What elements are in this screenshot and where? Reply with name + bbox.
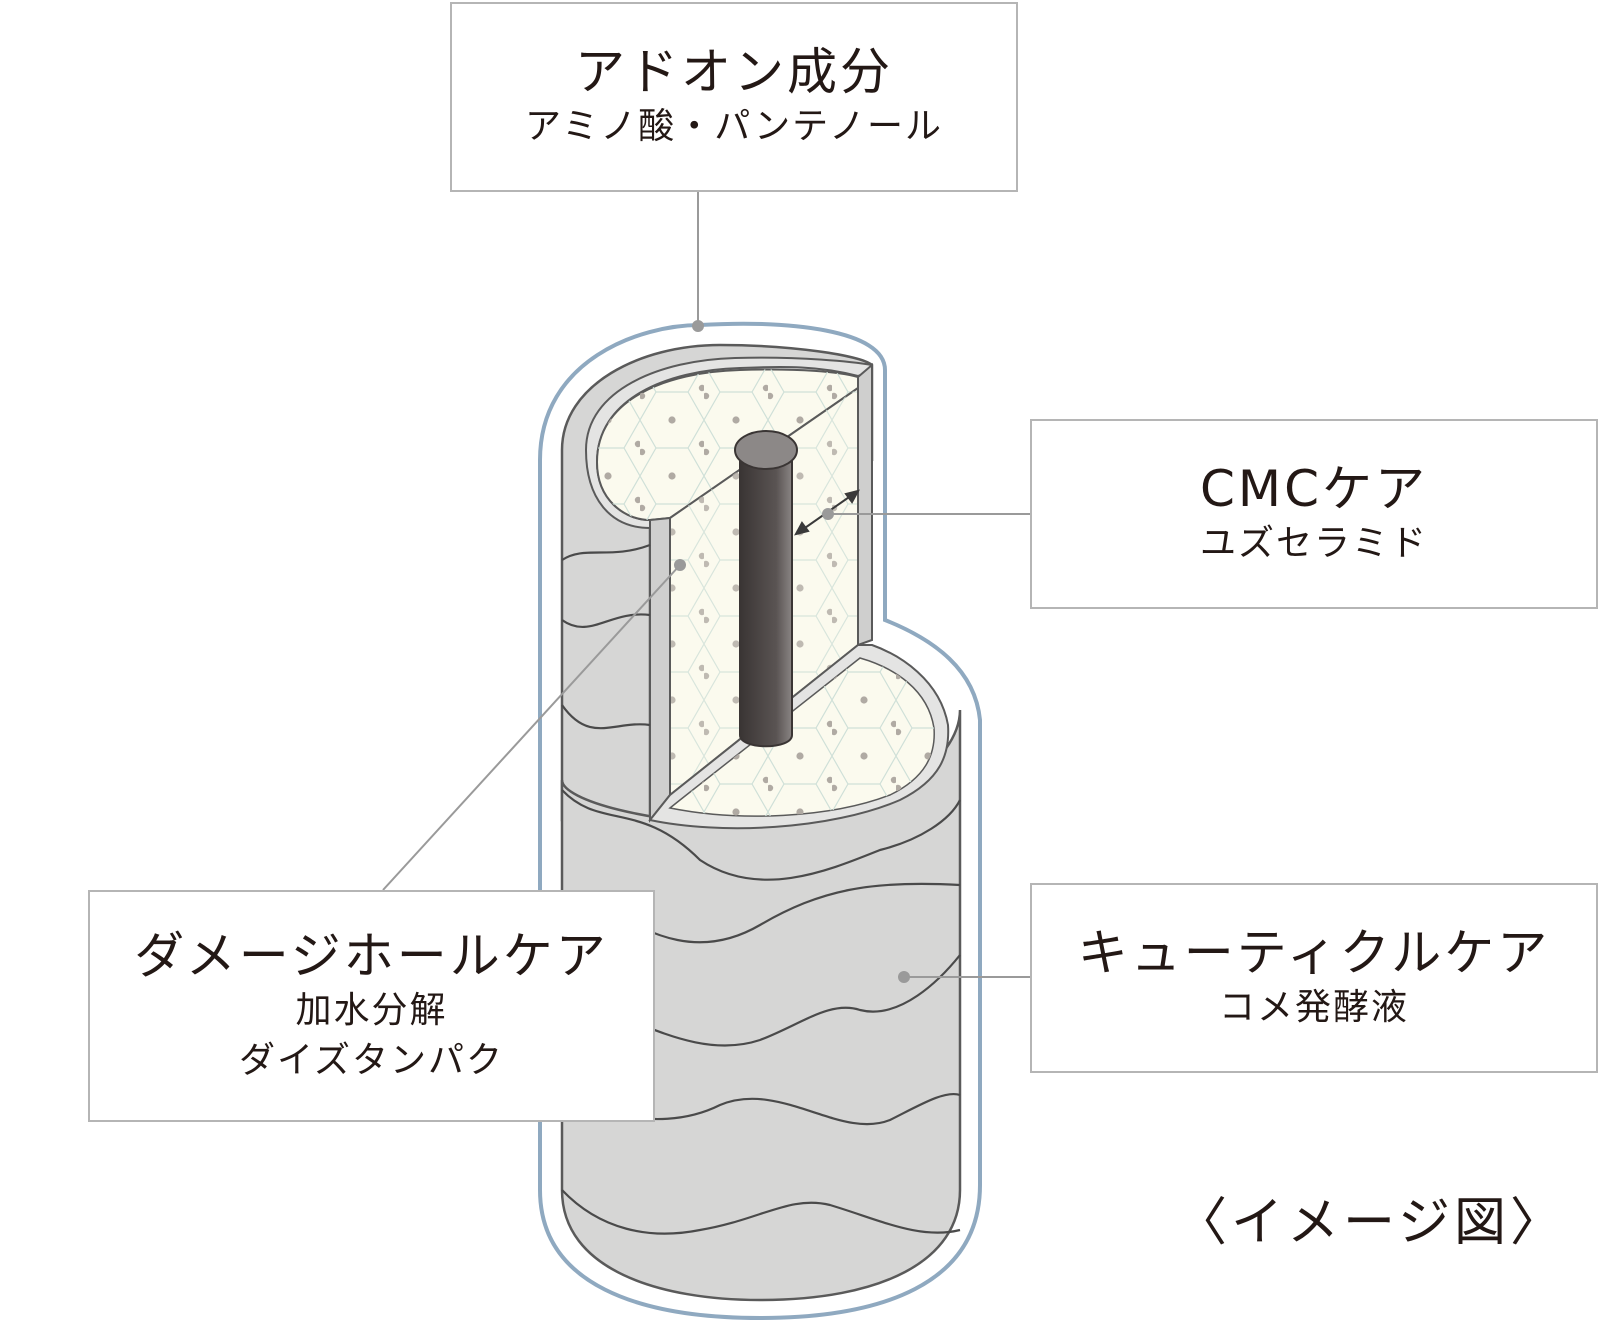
cmc-subtitle: ユズセラミド	[1199, 522, 1428, 564]
cmc-title: CMCケア	[1200, 459, 1428, 518]
addon-label-box: アドオン成分 アミノ酸・パンテノール	[450, 2, 1018, 192]
addon-subtitle: アミノ酸・パンテノール	[524, 105, 943, 147]
addon-title: アドオン成分	[575, 42, 893, 101]
damage-hole-subtitle-1: 加水分解	[295, 989, 448, 1031]
damage-hole-label-box: ダメージホールケア 加水分解 ダイズタンパク	[88, 890, 655, 1122]
cuticle-scale-lines	[561, 543, 961, 1235]
cuticle-label-box: キューティクルケア コメ発酵液	[1030, 883, 1598, 1073]
leader-dots	[674, 320, 910, 983]
cmc-label-box: CMCケア ユズセラミド	[1030, 419, 1598, 609]
damage-hole-subtitle-2: ダイズタンパク	[239, 1040, 504, 1081]
cuticle-subtitle: コメ発酵液	[1218, 986, 1409, 1028]
damage-hole-title: ダメージホールケア	[134, 926, 609, 985]
cuticle-left-wall	[649, 516, 671, 823]
image-caption: 〈イメージ図〉	[1175, 1193, 1566, 1253]
cuticle-title: キューティクルケア	[1077, 923, 1551, 982]
medulla-rod	[739, 449, 793, 748]
leader-lines	[382, 192, 1030, 978]
medulla-top	[734, 430, 798, 470]
cuticle-cut-wall	[857, 362, 873, 647]
